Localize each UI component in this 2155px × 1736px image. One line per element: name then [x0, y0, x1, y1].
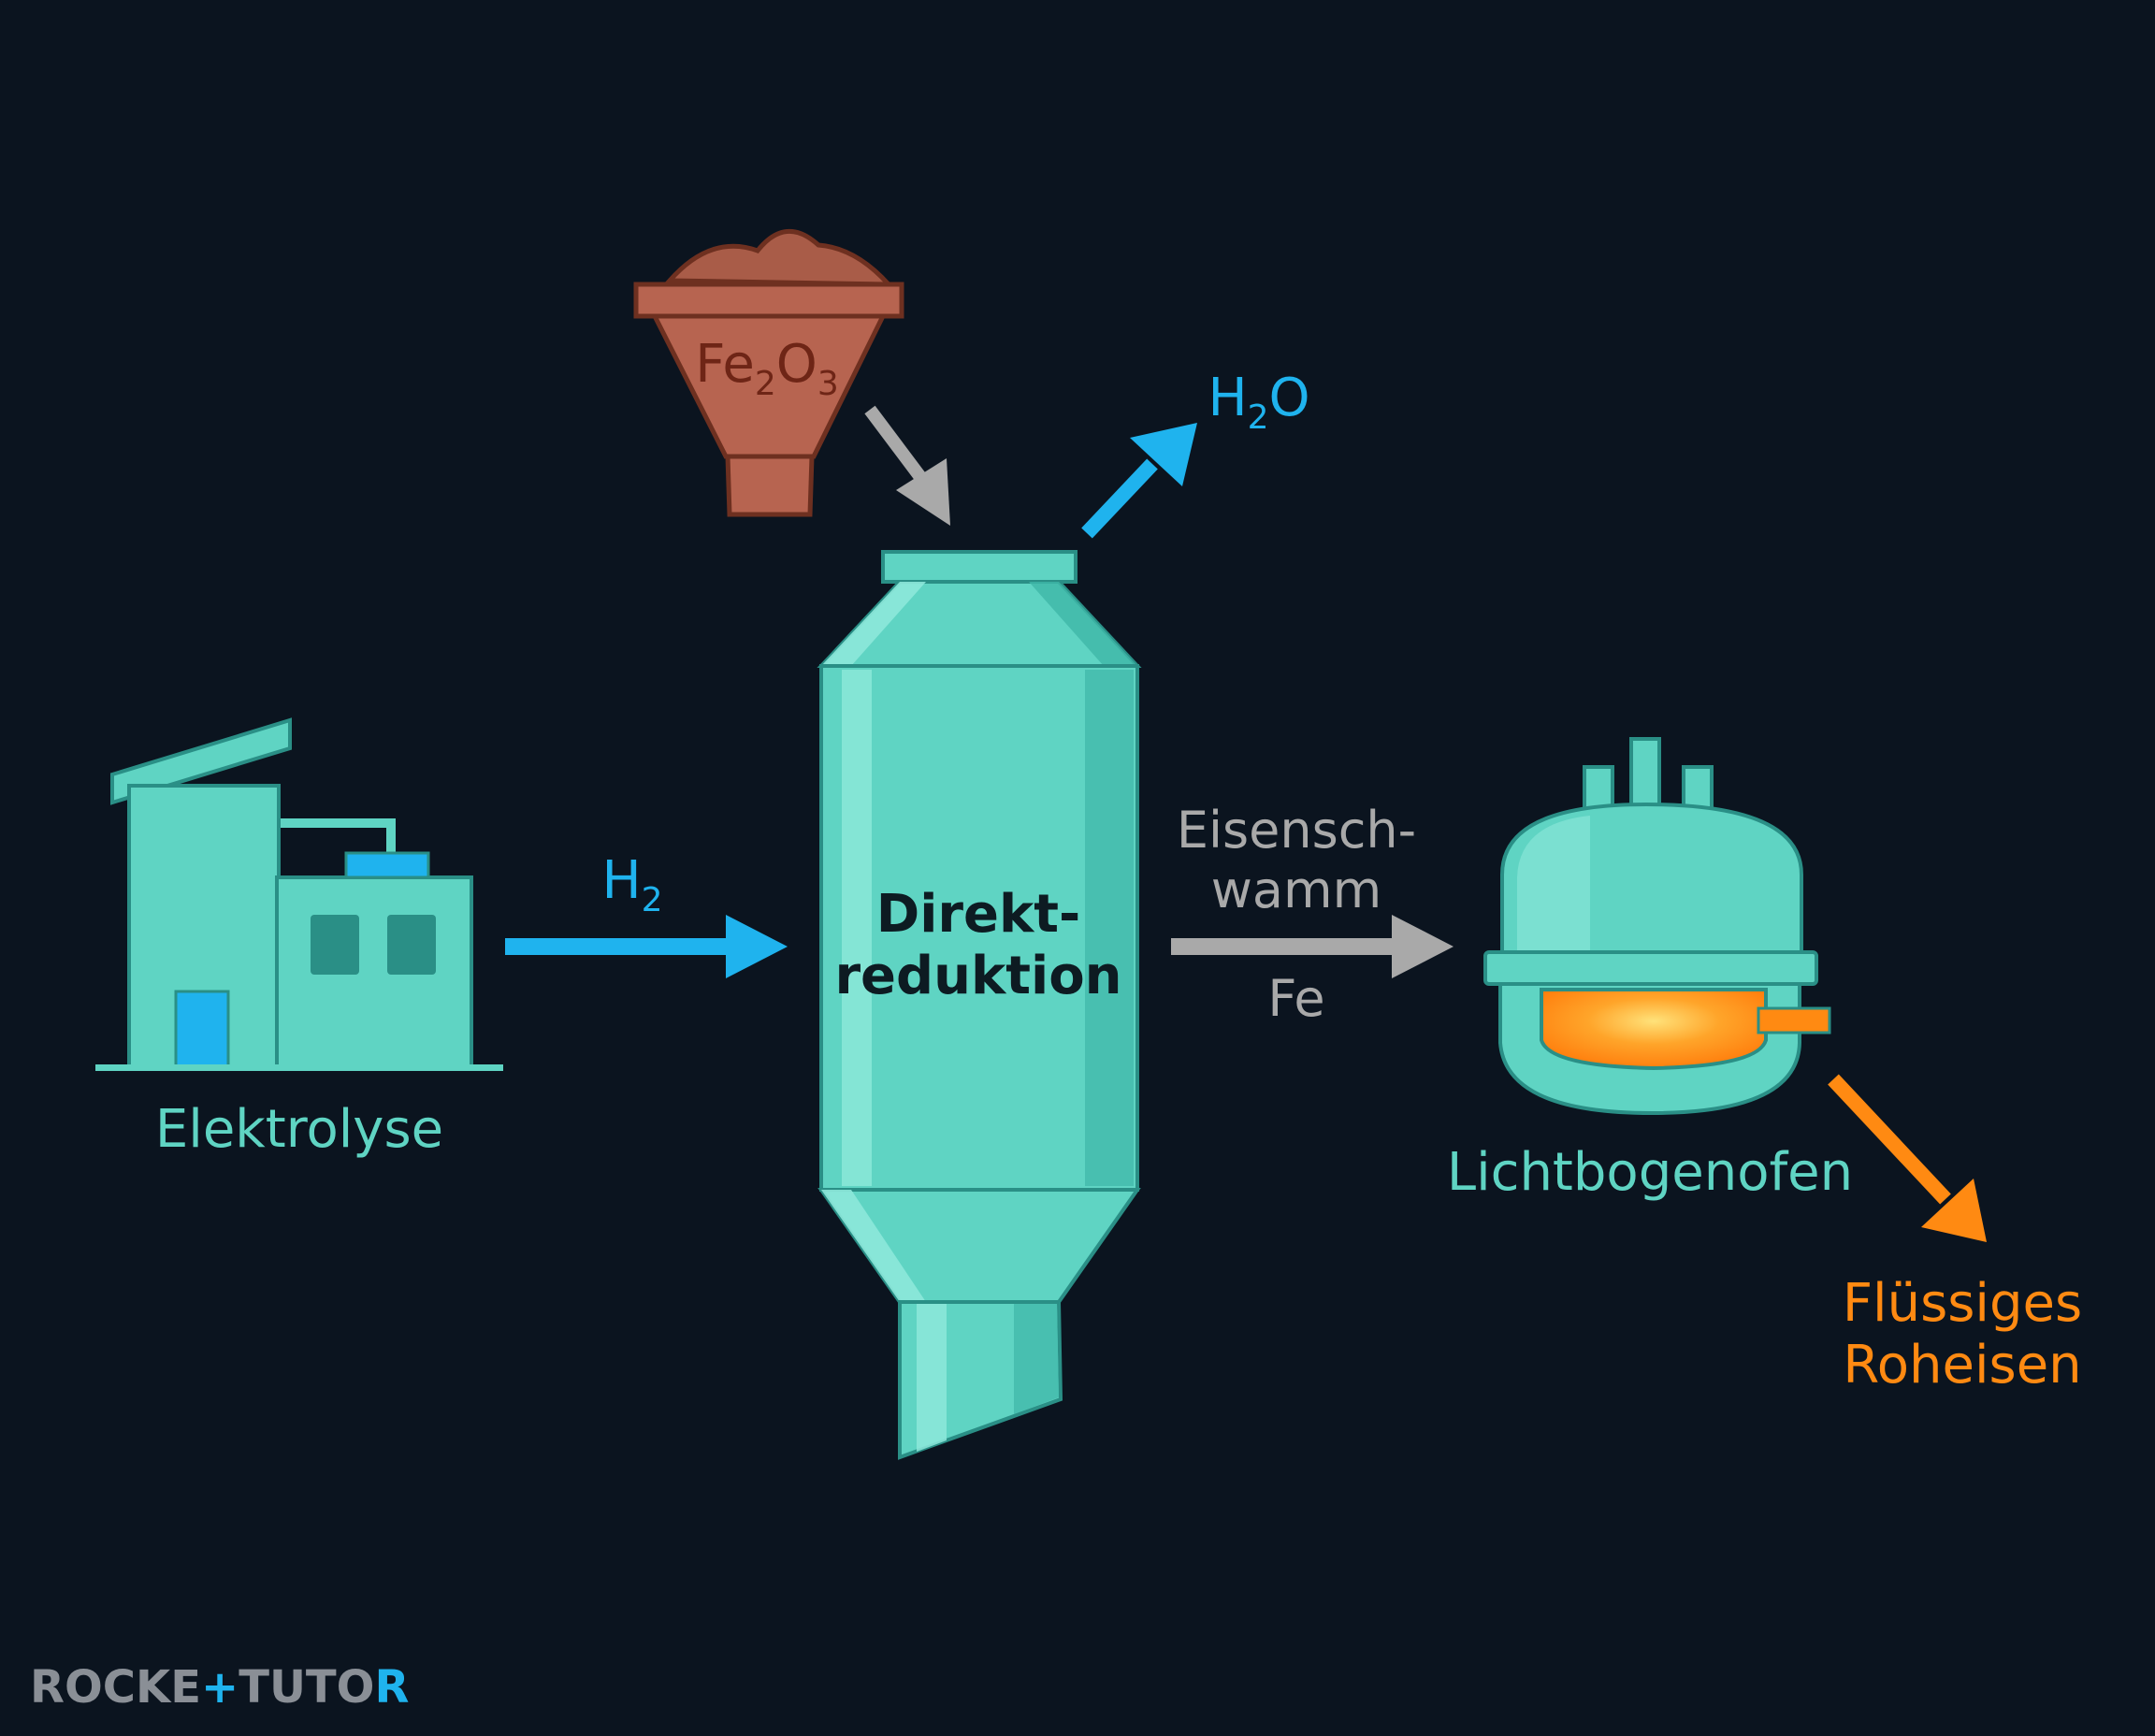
- iron-symbol-label: Fe: [1267, 969, 1324, 1028]
- direct-reduction-shaft-icon: [817, 550, 1142, 1460]
- sponge-iron-arrow: [1171, 915, 1454, 978]
- ore-feed-arrow: [864, 405, 950, 526]
- electrolysis-building-icon: [95, 717, 503, 1071]
- electric-arc-furnace-icon: [1483, 737, 1831, 1116]
- furnace-label: Lichtbogenofen: [1447, 1142, 1853, 1203]
- water-exhaust-arrow: [1081, 423, 1197, 539]
- product-label-line1: Flüssiges: [1843, 1273, 2082, 1334]
- water-formula: H2O: [1208, 368, 1309, 437]
- iron-oxide-formula: Fe2O3: [695, 334, 839, 403]
- sponge-iron-label-line1: Eisensch-: [1177, 801, 1416, 860]
- product-label-line2: Roheisen: [1843, 1335, 2081, 1396]
- reactor-label-line1: Direkt-: [876, 884, 1081, 945]
- hydrogen-formula: H2: [601, 850, 662, 919]
- brand-logo: ROCKE+TUTOR: [30, 1661, 409, 1714]
- reactor-label-line2: reduktion: [834, 946, 1121, 1006]
- sponge-iron-label-line2: wamm: [1211, 861, 1381, 919]
- molten-iron-arrow: [1828, 1074, 1987, 1242]
- electrolysis-label: Elektrolyse: [155, 1099, 443, 1160]
- iron-ore-hopper-icon: [633, 229, 904, 517]
- hydrogen-arrow: [505, 915, 788, 978]
